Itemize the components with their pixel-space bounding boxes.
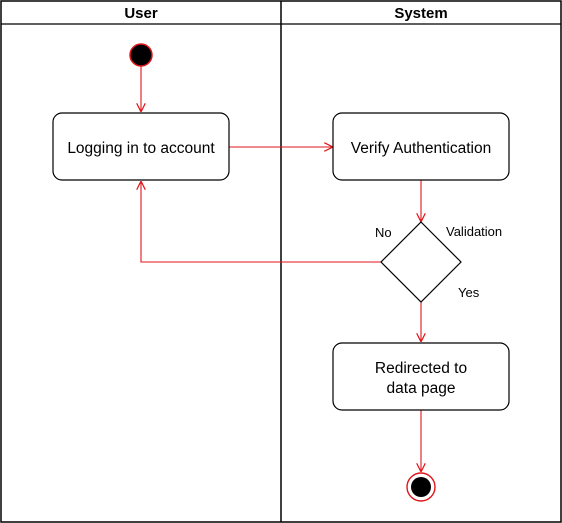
- edge-decision-no-to-login: [141, 182, 381, 263]
- action-redirect-label-line2: data page: [387, 380, 456, 397]
- decision-label: Validation: [446, 224, 502, 239]
- start-node: [129, 43, 153, 67]
- action-redirect: Redirected to data page: [332, 342, 510, 411]
- lane-title-user: User: [124, 5, 158, 22]
- action-verify-label: Verify Authentication: [351, 140, 491, 157]
- decision-validation: [380, 221, 462, 303]
- lane-title-system: System: [394, 5, 447, 22]
- action-redirect-label-line1: Redirected to: [375, 360, 467, 377]
- action-login: Logging in to account: [52, 112, 230, 181]
- decision-yes-label: Yes: [458, 285, 480, 300]
- decision-no-label: No: [375, 225, 392, 240]
- action-verify: Verify Authentication: [332, 112, 510, 181]
- end-node: [406, 472, 436, 502]
- action-login-label: Logging in to account: [67, 140, 215, 157]
